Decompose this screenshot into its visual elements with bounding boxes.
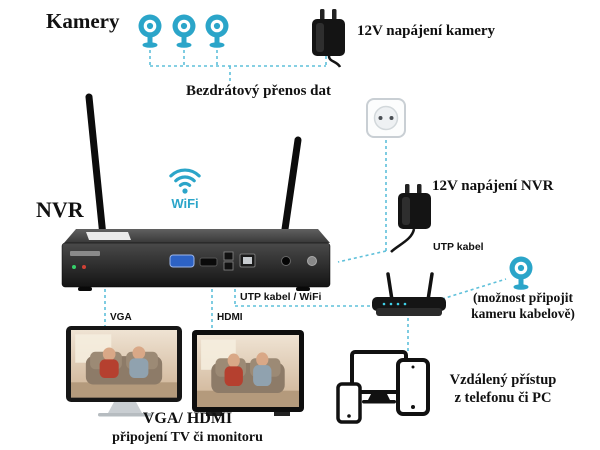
- remote-access-line1: Vzdálený přístup: [449, 372, 557, 388]
- remote-devices: [336, 350, 430, 424]
- antenna-right: [280, 136, 302, 240]
- vga-label: VGA: [110, 312, 132, 323]
- wall-socket-icon: [366, 98, 406, 138]
- tv-connection-line1: VGA/ HDMI: [142, 410, 233, 427]
- power-adapter-nvr-icon: [390, 184, 431, 253]
- tv-connection-line2: připojení TV či monitoru: [112, 429, 263, 445]
- phone-icon: [336, 382, 362, 424]
- power-adapter-camera-icon: [312, 9, 345, 68]
- remote-access-label: Vzdálený přístup z telefonu či PC: [428, 372, 578, 407]
- camera-icon-2: [172, 14, 196, 48]
- optional-camera-line1: (možnost připojit: [472, 290, 574, 305]
- antenna-left: [85, 93, 107, 240]
- remote-access-line2: z telefonu či PC: [454, 389, 552, 406]
- tv-connection-label: VGA/ HDMI připojení TV či monitoru: [90, 409, 285, 446]
- power-nvr-label: 12V napájení NVR: [432, 178, 554, 194]
- kamery-label: Kamery: [46, 9, 120, 33]
- camera-icon-3: [205, 14, 229, 48]
- power-camera-label: 12V napájení kamery: [357, 23, 496, 39]
- connection-lines: [104, 50, 507, 352]
- optional-camera-line2: kameru kabelově): [471, 306, 575, 322]
- router-icon: [372, 272, 446, 316]
- hdmi-label: HDMI: [217, 312, 243, 323]
- optional-camera-label: (možnost připojit kameru kabelově): [448, 290, 598, 323]
- utp-kabel-label: UTP kabel: [433, 241, 484, 253]
- tv-hdmi: [192, 330, 304, 416]
- nvr-device: [61, 93, 331, 291]
- monitor-vga: [66, 326, 182, 417]
- wifi-label: WiFi: [171, 196, 199, 211]
- nvr-label: NVR: [36, 197, 84, 222]
- tablet-icon: [396, 358, 430, 416]
- wifi-icon: [169, 168, 201, 194]
- wireless-transfer-label: Bezdrátový přenos dat: [186, 83, 331, 99]
- utp-wifi-label: UTP kabel / WiFi: [240, 291, 322, 303]
- camera-icon-1: [138, 14, 162, 48]
- remote-camera-icon: [509, 256, 533, 290]
